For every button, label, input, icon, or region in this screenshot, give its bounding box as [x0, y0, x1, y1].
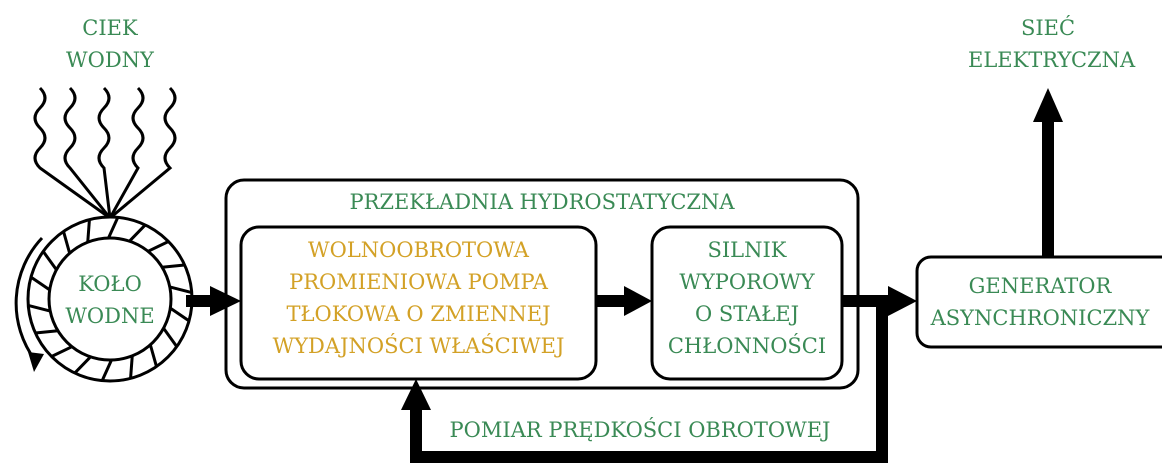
water-stream-1 [33, 86, 111, 220]
wheel-paddle [86, 219, 91, 243]
grid-label: SIEĆ ELEKTRYCZNA [968, 12, 1136, 76]
wheel-paddle [27, 304, 51, 313]
wheel-label: KOŁO WODNE [50, 268, 170, 332]
transmission-title: PRZEKŁADNIA HYDROSTATYCZNA [349, 190, 735, 214]
pump-label-line2: PROMIENIOWA POMPA [289, 270, 548, 294]
motor-label-line3: O STAŁEJ [694, 302, 800, 326]
grid-label-line2: ELEKTRYCZNA [968, 48, 1136, 72]
water-stream-3 [97, 86, 112, 219]
wheel-paddle [73, 355, 92, 375]
pump-label-line4: WYDAJNOŚCI WŁAŚCIWEJ [272, 334, 565, 358]
source-label-line1: CIEK [82, 16, 138, 40]
wheel-paddle [41, 250, 58, 271]
motor-label-line4: CHŁONNOŚCI [667, 334, 827, 358]
motor-label-line1: SILNIK [707, 238, 787, 262]
motor-label-line2: WYPOROWY [679, 270, 815, 294]
generator-label-line1: GENERATOR [968, 274, 1112, 298]
pump-label-line3: TŁOKOWA O ZMIENNEJ [286, 302, 551, 326]
pump-label-line1: WOLNOOBROTOWA [308, 238, 529, 262]
water-stream-5 [109, 86, 177, 220]
wheel-paddle [30, 275, 51, 292]
generator-label: GENERATOR ASYNCHRONICZNY [922, 270, 1158, 334]
wheel-paddles [27, 216, 193, 382]
rotation-arrow-icon [14, 236, 44, 372]
water-wheel [26, 215, 194, 383]
transmission-box [224, 178, 860, 390]
water-streams [33, 86, 177, 220]
wheel-paddle [128, 223, 147, 243]
water-stream-2 [63, 86, 112, 219]
feedback-loop [401, 301, 888, 463]
wheel-paddle [147, 240, 170, 253]
wheel-paddle [169, 306, 190, 323]
wheel-paddle [50, 345, 73, 358]
motor-label: SILNIK WYPOROWY O STAŁEJ CHŁONNOŚCI [652, 234, 842, 362]
wheel-paddle [129, 355, 134, 379]
wheel-paddle [107, 216, 120, 239]
generator-label-line2: ASYNCHRONICZNY [930, 306, 1150, 330]
wheel-label-line1: KOŁO [78, 272, 142, 296]
wheel-paddle [162, 327, 179, 348]
wheel-paddle [62, 231, 72, 254]
flow-arrows [186, 88, 1063, 316]
wheel-paddle [35, 329, 59, 335]
grid-label-line1: SIEĆ [1020, 16, 1076, 40]
pump-label: WOLNOOBROTOWA PROMIENIOWA POMPA TŁOKOWA … [241, 234, 596, 362]
source-label: CIEK WODNY [50, 12, 170, 76]
wheel-paddle [100, 359, 113, 382]
wheel-paddle [169, 285, 193, 294]
wheel-label-line2: WODNE [65, 304, 155, 328]
wheel-paddle [148, 344, 158, 367]
wheel-paddle [161, 263, 185, 269]
water-stream-4 [108, 86, 145, 219]
source-label-line2: WODNY [66, 48, 154, 72]
feedback-label: POMIAR PRĘDKOŚCI OBROTOWEJ [449, 418, 831, 442]
